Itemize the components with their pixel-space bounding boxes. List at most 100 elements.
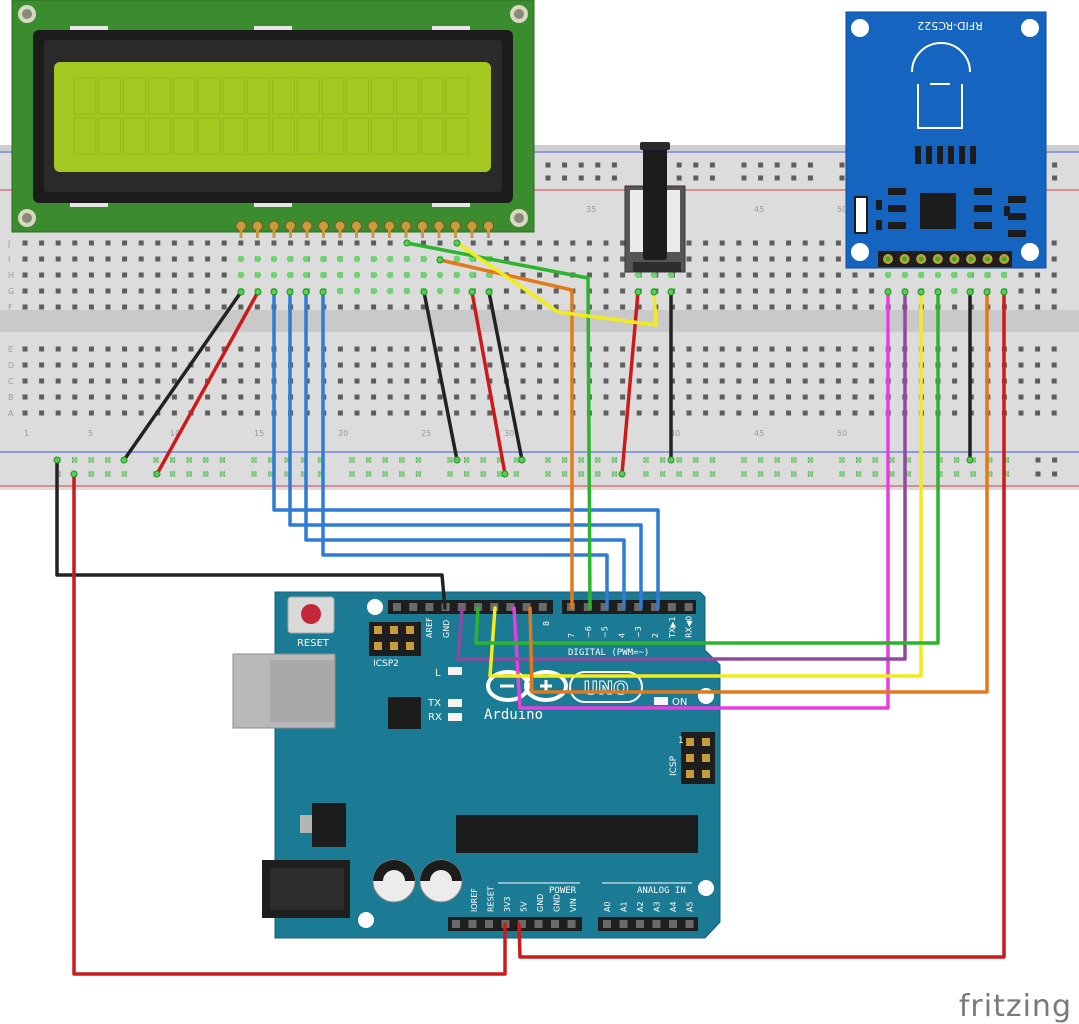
led-tx-label: TX: [427, 698, 441, 709]
breadboard-hole: [769, 256, 775, 262]
breadboard-hole: [437, 394, 443, 400]
breadboard-hole: [171, 410, 177, 416]
socket: [485, 920, 493, 928]
wire-end: [70, 470, 78, 478]
breadboard-hole: [603, 288, 609, 294]
rail-hole: [774, 162, 780, 168]
breadboard-hole: [420, 362, 426, 368]
breadboard-hole: [337, 394, 343, 400]
breadboard-hole: [354, 240, 360, 246]
rail-hole: [1052, 175, 1058, 181]
wire-end: [934, 288, 942, 296]
rfid-smd: [959, 146, 965, 164]
rail-active: [268, 471, 274, 477]
breadboard-hole: [221, 410, 227, 416]
breadboard-hole: [1035, 272, 1041, 278]
breadboard-hole: [22, 256, 28, 262]
active-hole: [453, 255, 461, 263]
rail-active: [595, 457, 601, 463]
breadboard-hole: [802, 346, 808, 352]
rail-active: [562, 457, 568, 463]
rail-active: [268, 457, 274, 463]
lcd-pin-leg: [388, 226, 391, 238]
breadboard-hole: [752, 256, 758, 262]
breadboard-hole: [171, 272, 177, 278]
breadboard-hole: [1035, 346, 1041, 352]
active-hole: [353, 255, 361, 263]
lcd-pin-leg: [305, 226, 309, 238]
reset-button-icon[interactable]: [287, 596, 335, 634]
breadboard-hole: [586, 272, 592, 278]
breadboard-hole: [470, 410, 476, 416]
breadboard-hole: [122, 362, 128, 368]
digital-header-right: [562, 600, 696, 614]
breadboard-hole: [371, 304, 377, 310]
breadboard-hole: [155, 346, 161, 352]
breadboard-hole: [55, 410, 61, 416]
rail-hole: [709, 175, 715, 181]
rail-hole: [1052, 471, 1058, 477]
led-rx-label: RX: [428, 712, 442, 723]
socket: [636, 920, 644, 928]
breadboard-hole: [371, 362, 377, 368]
rfid-smd: [1008, 230, 1026, 237]
rail-active: [480, 471, 486, 477]
rail-active: [595, 471, 601, 477]
breadboard-hole: [553, 256, 559, 262]
breadboard-hole: [620, 240, 626, 246]
rail-active: [170, 457, 176, 463]
rail-active: [774, 471, 780, 477]
breadboard-hole: [205, 256, 211, 262]
active-hole: [420, 255, 428, 263]
breadboard-hole: [72, 256, 78, 262]
rail-hole: [741, 162, 747, 168]
breadboard-hole: [420, 394, 426, 400]
breadboard-hole: [487, 410, 493, 416]
breadboard-hole: [603, 272, 609, 278]
breadboard-hole: [105, 272, 111, 278]
breadboard-hole: [636, 304, 642, 310]
breadboard-hole: [454, 410, 460, 416]
breadboard-hole: [55, 304, 61, 310]
col-number: 15: [254, 429, 264, 438]
breadboard-hole: [39, 362, 45, 368]
breadboard-hole: [503, 410, 509, 416]
led-on: [654, 697, 668, 705]
wire-red-rfid-3v3: [517, 290, 1006, 959]
breadboard-hole: [238, 410, 244, 416]
breadboard-hole: [736, 288, 742, 294]
rfid-smd: [888, 222, 906, 229]
rail-hole: [758, 162, 764, 168]
breadboard-hole: [437, 346, 443, 352]
breadboard-hole: [88, 362, 94, 368]
breadboard-hole: [835, 256, 841, 262]
breadboard-hole: [371, 378, 377, 384]
active-hole: [634, 271, 642, 279]
breadboard-hole: [271, 240, 277, 246]
rail-active: [366, 471, 372, 477]
rail-active: [954, 471, 960, 477]
breadboard-hole: [39, 272, 45, 278]
rfid-smd: [937, 146, 943, 164]
rfid-smd: [876, 220, 882, 230]
breadboard-hole: [155, 240, 161, 246]
breadboard-hole: [620, 256, 626, 262]
breadboard-hole: [88, 410, 94, 416]
led-rx: [448, 713, 462, 721]
socket: [617, 603, 626, 611]
rail-active: [856, 457, 862, 463]
rail-active: [758, 471, 764, 477]
active-hole: [386, 287, 394, 295]
breadboard-hole: [786, 240, 792, 246]
breadboard-hole: [819, 288, 825, 294]
lcd-cell: [147, 77, 171, 115]
breadboard-hole: [786, 410, 792, 416]
breadboard-hole: [852, 362, 858, 368]
breadboard-hole: [752, 362, 758, 368]
breadboard-hole: [487, 240, 493, 246]
rfid-pin-center: [885, 256, 891, 262]
breadboard-hole: [553, 304, 559, 310]
lcd-cell: [197, 77, 221, 115]
breadboard-hole: [686, 272, 692, 278]
active-hole: [901, 271, 909, 279]
